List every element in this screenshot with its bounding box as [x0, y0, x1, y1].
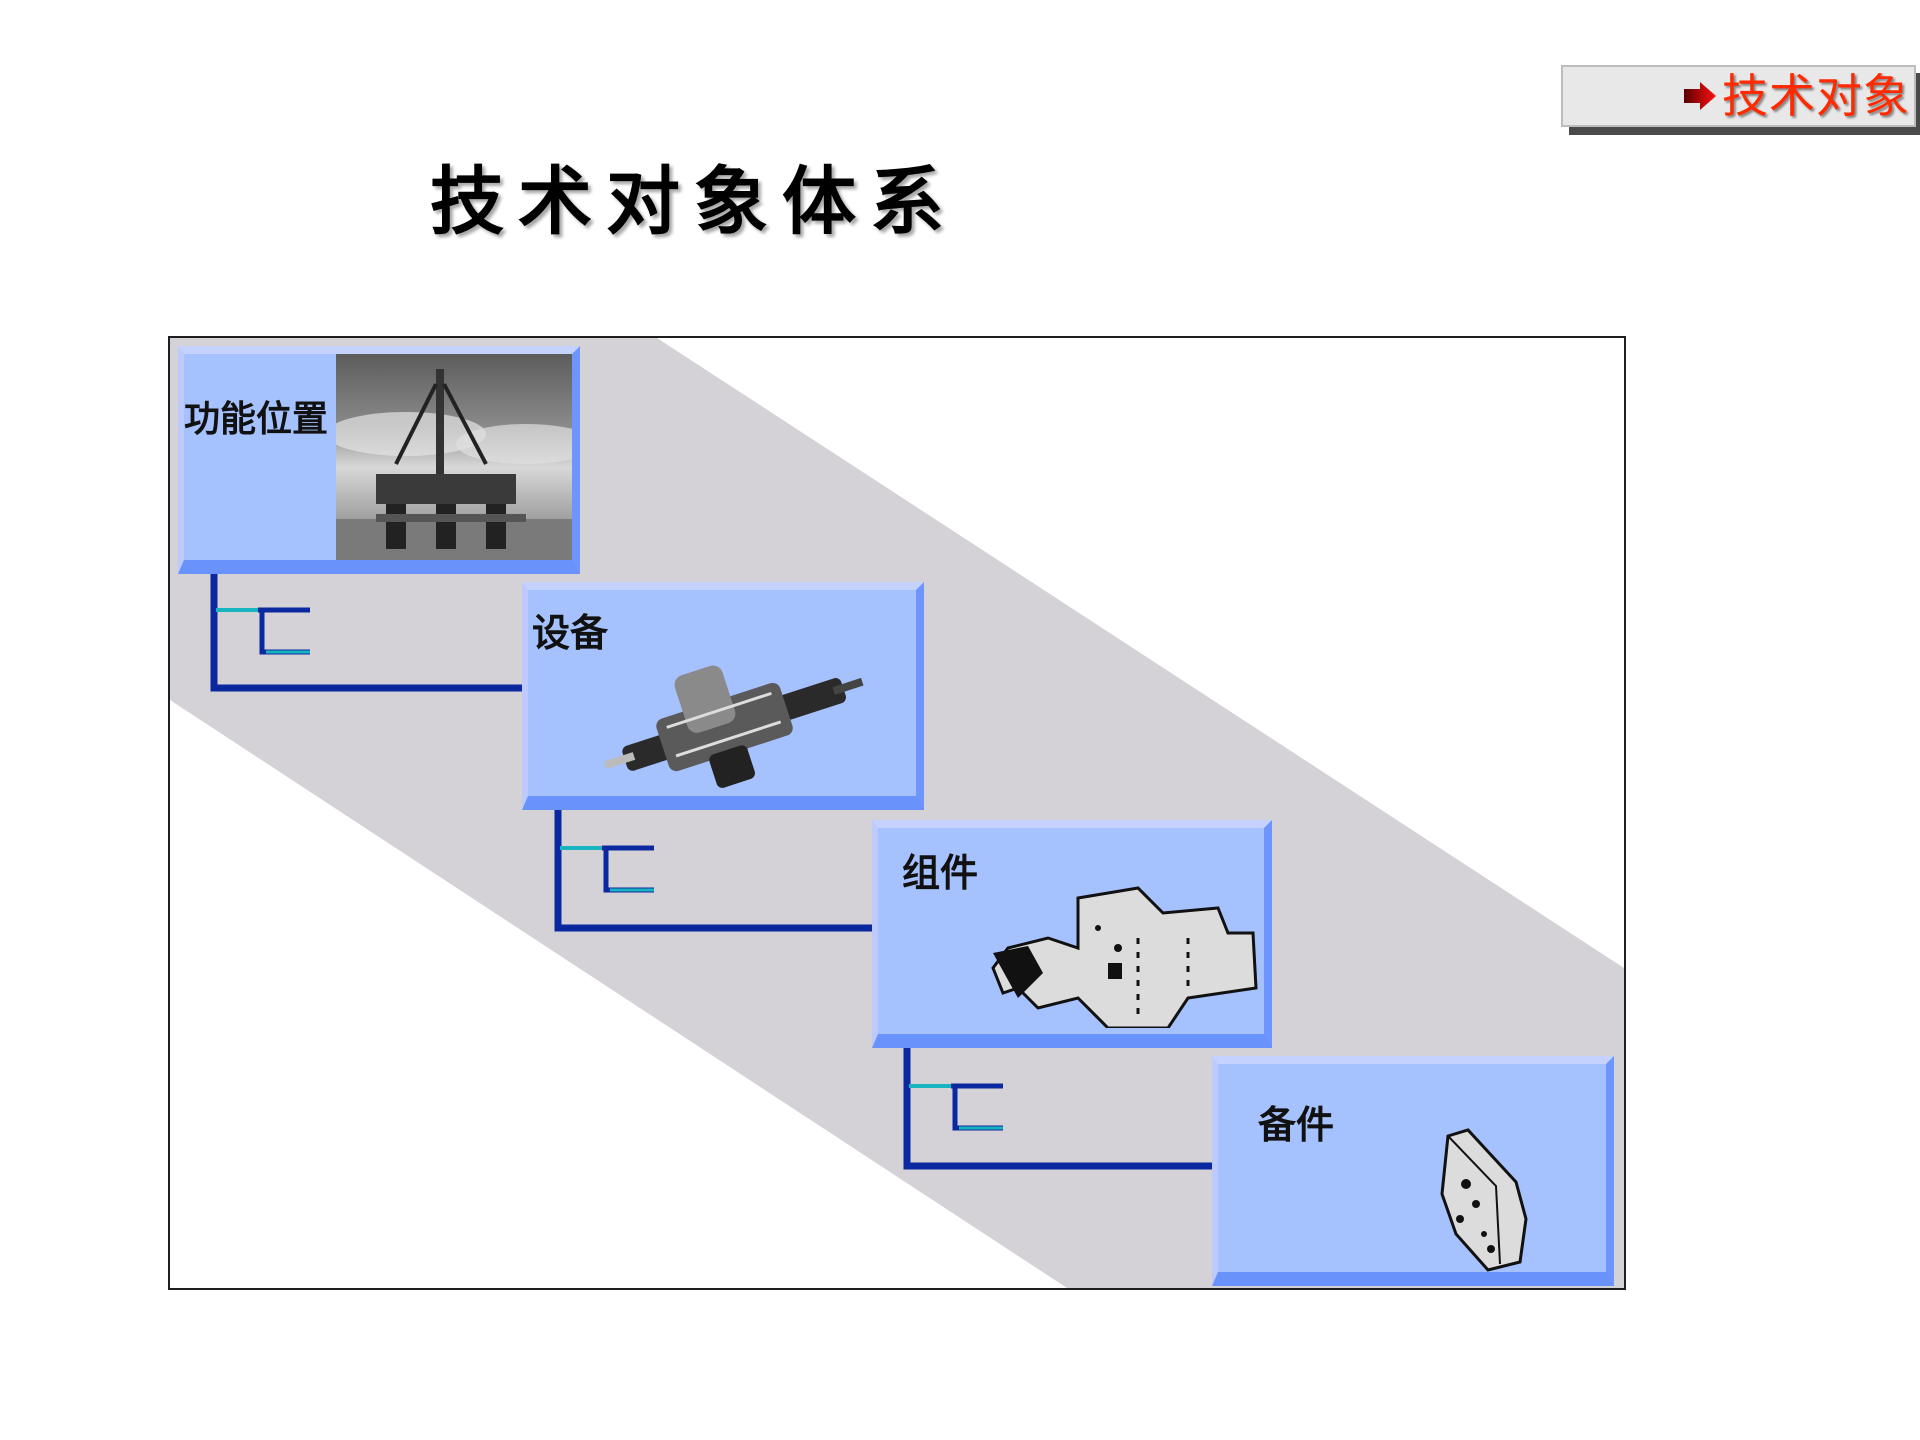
- offshore-platform-image: [336, 354, 572, 560]
- nav-tab-technical-objects[interactable]: 技术对象: [1561, 65, 1916, 127]
- right-arrow-icon: [1684, 82, 1716, 110]
- connector-2-3: [554, 810, 874, 932]
- connector-1-2: [210, 572, 530, 692]
- level-label: 功能位置: [184, 398, 329, 440]
- level-box-spare-part[interactable]: 备件: [1212, 1056, 1614, 1286]
- level-label: 组件: [902, 850, 979, 895]
- connector-3-4: [903, 1048, 1213, 1170]
- spare-part-image: [1440, 1128, 1528, 1272]
- diagonal-band: [170, 338, 1624, 1288]
- equipment-image: [604, 665, 864, 788]
- level-box-functional-location[interactable]: 功能位置: [178, 346, 580, 574]
- page-title: 技术对象体系: [430, 159, 958, 245]
- level-box-equipment[interactable]: 设备: [522, 582, 924, 810]
- nav-tab-label: 技术对象: [1722, 69, 1910, 123]
- level-label: 备件: [1258, 1102, 1335, 1147]
- technical-object-hierarchy-diagram: 功能位置 设备: [168, 336, 1626, 1290]
- level-box-component[interactable]: 组件: [872, 820, 1272, 1048]
- level-label: 设备: [532, 610, 609, 655]
- component-image: [991, 886, 1258, 1028]
